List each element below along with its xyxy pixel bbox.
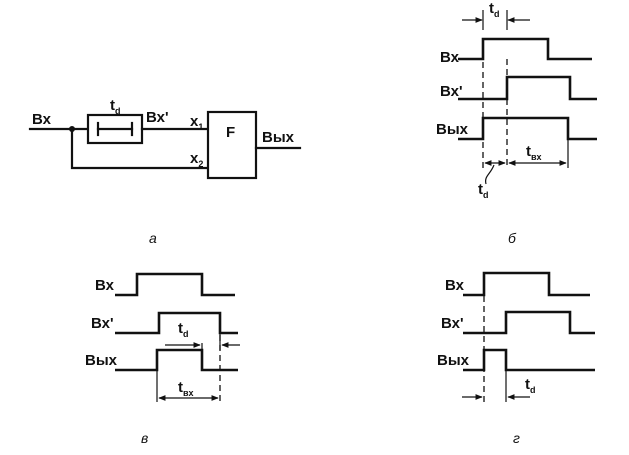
v-tvx-label: tвх [178,379,194,398]
v-td-label: td [178,320,189,339]
g-vx-label: Вх [445,277,465,294]
b-vx-label: Вх [440,49,460,66]
g-vx-wave [463,271,590,297]
panel-a-circuit: Вх td Вх' x1 x2 F Вых [28,97,302,180]
x1-label: x1 [190,113,203,132]
b-tvx-label: tвх [526,143,542,162]
circuit-input-label: Вх [32,111,52,128]
v-vyx-wave [115,348,238,372]
v-vx-label: Вх [95,277,115,294]
caption-b: б [508,230,517,246]
g-vyx-label: Вых [437,352,470,369]
v-vx-wave [115,272,235,297]
panel-g-timing: Вх Вх' Вых td [437,271,595,402]
b-td-leader [485,164,495,185]
caption-v: в [141,430,148,446]
caption-a: а [149,230,157,246]
b-vyx-label: Вых [436,121,469,138]
panel-v-timing: Вх Вх' Вых td tвх [85,272,240,402]
delay-label: td [110,97,121,116]
b-td-label: td [489,0,500,19]
v-vx-prime-wave [115,311,238,335]
panel-b-timing: td Вх Вх' Вых tвх td [436,0,597,200]
x2-label: x2 [190,150,203,169]
v-vx-prime-label: Вх' [91,315,114,332]
b-vx-prime-label: Вх' [440,83,463,100]
caption-g: г [513,430,520,446]
gate-f [206,110,258,180]
g-vx-prime-wave [463,310,595,335]
b-vyx-wave [458,116,597,141]
g-vyx-wave [463,348,595,372]
gate-label: F [226,124,235,141]
branch-wire [70,127,210,170]
b-td-bottom-label: td [478,181,489,200]
output-label: Вых [262,129,295,146]
g-vx-prime-label: Вх' [441,315,464,332]
b-vx-wave [458,37,592,61]
v-vyx-label: Вых [85,352,118,369]
b-vx-prime-wave [458,75,597,101]
delayed-label: Вх' [146,109,169,126]
g-td-label: td [525,376,536,395]
